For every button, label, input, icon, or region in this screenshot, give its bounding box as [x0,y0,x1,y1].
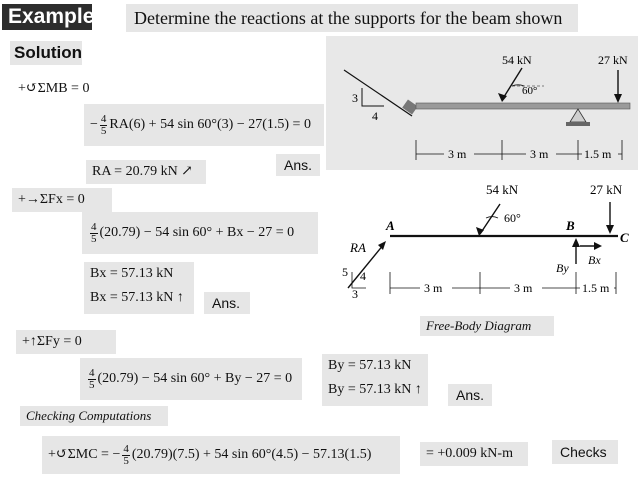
fraction-num: 4 [88,366,96,380]
bx-arrowhead [594,242,602,250]
ra-arrowhead [378,241,386,250]
slope-5-label: 5 [342,265,348,279]
fraction-num: 4 [90,220,98,234]
load-54-arrow [501,67,523,101]
by-result-box: By = 57.13 kN By = 57.13 kN ↑ [322,354,428,406]
equation-rest: (20.79) − 54 sin 60° + Bx − 27 = 0 [99,225,295,240]
fraction-den: 5 [123,454,129,467]
fbd-dim-3-label: 1.5 m [582,281,610,295]
answer-label-1: Ans. [276,154,320,176]
ra-result: RA = 20.79 kN ↗ [86,160,206,184]
fbd-load-54-label: 54 kN [486,182,519,197]
fbd-dim-bg [510,281,542,295]
fbd-dim-bg [580,281,614,295]
dim-1-label: 3 m [448,147,467,161]
check-equation: +↺ΣMC = − 4 5 (20.79)(7.5) + 54 sin 60°(… [42,436,400,474]
dim-label-bg [444,147,474,161]
angle-label: 60° [522,85,537,97]
roller-support-a [402,99,418,115]
dim-label-bg [526,147,556,161]
fbd-slope-triangle [351,272,366,289]
equation-rest: RA(6) + 54 sin 60°(3) − 27(1.5) = 0 [109,117,311,132]
fy-equation: 4 5 (20.79) − 54 sin 60° + By − 27 = 0 [80,358,302,400]
load-27-label: 27 kN [598,53,628,67]
fraction-num: 4 [99,112,108,126]
fbd-angle-label: 60° [504,211,521,225]
fraction-den: 5 [91,232,97,245]
fx-equation: 4 5 (20.79) − 54 sin 60° + Bx − 27 = 0 [82,212,318,254]
slope-h-label: 4 [372,109,378,123]
point-b-label: B [565,218,575,233]
by-label: By [556,261,569,275]
slope-v-label: 3 [352,91,358,105]
sum-forces-x: +→ΣFx = 0 [12,188,112,212]
checking-label: Checking Computations [20,406,168,426]
load-54-arrowhead [498,93,507,102]
beam-diagram: 3 4 54 kN 60° 27 kN 3 m 3 m 1.5 m [326,36,638,170]
bx-line-1: Bx = 57.13 kN [90,266,174,281]
point-c-label: C [620,230,629,245]
sum-moments-b: +↺ΣMB = 0 [18,81,90,96]
sign: − [90,117,98,132]
by-arrowhead [572,238,580,247]
dim-3-label: 1.5 m [584,147,612,161]
checks-label: Checks [552,440,618,464]
equation-rest: (20.79) − 54 sin 60° + By − 27 = 0 [97,371,293,386]
dim-2-label: 3 m [530,147,549,161]
fraction: 4 5 [88,366,96,391]
fraction-num: 4 [122,442,130,456]
fraction-den: 5 [89,378,95,391]
bx-label: Bx [588,253,601,267]
beam [415,102,631,110]
bx-line-2: Bx = 57.13 kN ↑ [90,290,184,305]
fbd-load-54-arrowhead [476,227,484,236]
by-line-1: By = 57.13 kN [328,358,412,373]
pin-base-b [566,122,590,126]
answer-label-3: Ans. [448,384,492,406]
bx-result-box: Bx = 57.13 kN Bx = 57.13 kN ↑ [84,262,194,314]
example-tag: Example [2,4,94,30]
fbd-load-27-label: 27 kN [590,182,623,197]
fraction: 4 5 [99,112,108,137]
sum-forces-y: +↑ΣFy = 0 [16,330,116,354]
fbd-dim-2-label: 3 m [514,281,533,295]
ra-arrow [347,243,385,289]
fbd-dim-1-label: 3 m [424,281,443,295]
check-result: = +0.009 kN-m [420,442,528,466]
fbd-dim-bg [420,281,452,295]
ra-label: RA [349,240,366,255]
check-lhs: +↺ΣMC = − [48,447,121,462]
answer-label-2: Ans. [204,292,250,314]
slope-3-label: 3 [352,287,358,300]
fbd-angle-arc [485,216,499,219]
solution-label: Solution [10,41,82,65]
free-body-diagram: A B C RA 5 4 3 54 kN 60° 27 kN By Bx 3 m… [342,182,629,300]
problem-title: Determine the reactions at the supports … [126,4,578,32]
dim-label-bg [582,147,618,161]
fraction: 4 5 [90,220,98,245]
point-a-label: A [385,218,395,233]
slope-4-label: 4 [360,269,366,283]
load-54-label: 54 kN [502,53,532,67]
moment-b-equation: − 4 5 RA(6) + 54 sin 60°(3) − 27(1.5) = … [84,104,324,146]
load-27-arrowhead [614,94,622,103]
fraction-den: 5 [100,124,107,137]
fbd-caption: Free-Body Diagram [420,316,554,336]
by-line-2: By = 57.13 kN ↑ [328,382,422,397]
equation-rest: (20.79)(7.5) + 54 sin 60°(4.5) − 57.13(1… [131,447,372,462]
fbd-load-27-arrowhead [606,225,614,234]
incline-line [343,69,413,117]
fraction: 4 5 [122,442,130,467]
fbd-load-54-arrow [479,203,501,235]
slope-triangle [361,88,384,107]
